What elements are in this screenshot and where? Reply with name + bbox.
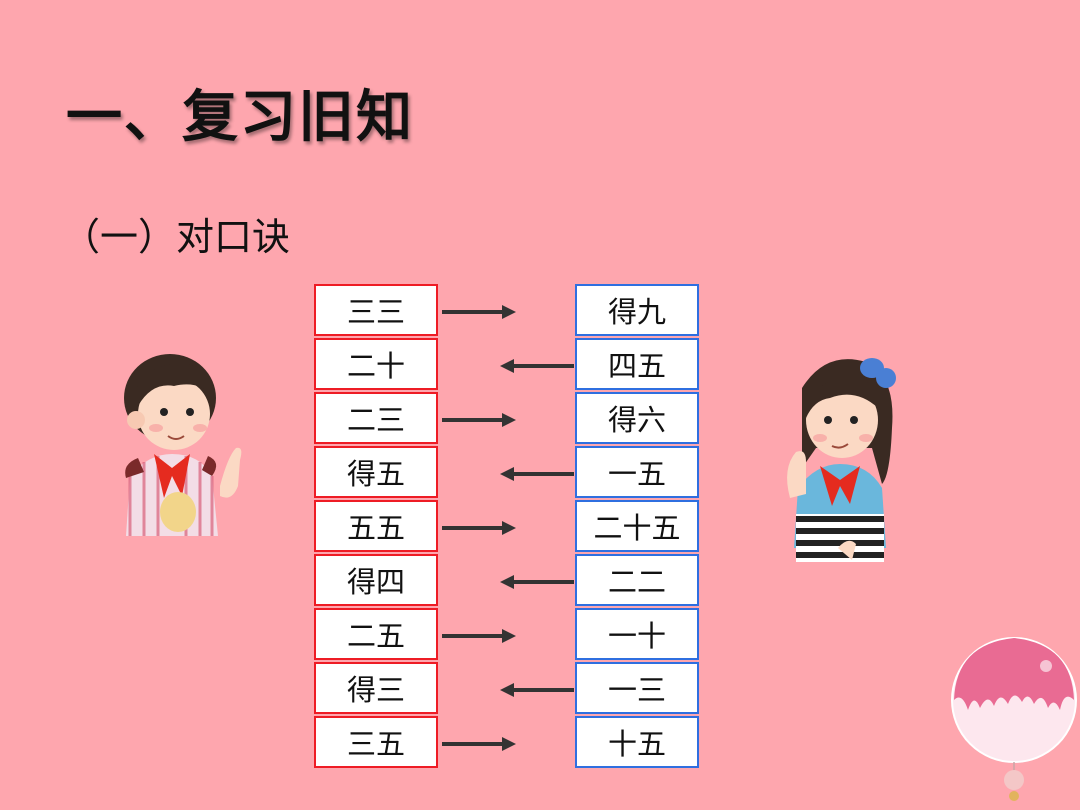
left-cell: 得三 <box>314 662 438 714</box>
arrow-right <box>442 305 516 319</box>
left-cell: 二五 <box>314 608 438 660</box>
right-column: 得九 四五 得六 一五 二十五 二二 一十 一三 十五 <box>575 284 699 770</box>
left-cell: 二十 <box>314 338 438 390</box>
right-cell: 四五 <box>575 338 699 390</box>
right-cell: 二十五 <box>575 500 699 552</box>
right-cell: 一三 <box>575 662 699 714</box>
arrow-right <box>442 521 516 535</box>
left-column: 三三 二十 二三 得五 五五 得四 二五 得三 三五 <box>314 284 438 770</box>
arrow-left <box>500 359 574 373</box>
girl-character-illustration <box>787 358 896 562</box>
arrow-left <box>500 683 574 697</box>
right-cell: 二二 <box>575 554 699 606</box>
left-cell: 得四 <box>314 554 438 606</box>
left-cell: 二三 <box>314 392 438 444</box>
decorative-balloon-icon <box>951 637 1077 801</box>
arrow-left <box>500 467 574 481</box>
right-cell: 十五 <box>575 716 699 768</box>
left-cell: 三五 <box>314 716 438 768</box>
right-cell: 得六 <box>575 392 699 444</box>
arrow-left <box>500 575 574 589</box>
right-cell: 得九 <box>575 284 699 336</box>
right-cell: 一五 <box>575 446 699 498</box>
boy-character-illustration <box>124 354 242 536</box>
left-cell: 五五 <box>314 500 438 552</box>
arrow-right <box>442 629 516 643</box>
arrow-right <box>442 737 516 751</box>
slide-title: 一、复习旧知 <box>66 85 414 150</box>
arrow-right <box>442 413 516 427</box>
section-subtitle: （一）对口诀 <box>62 215 291 259</box>
left-cell: 得五 <box>314 446 438 498</box>
left-cell: 三三 <box>314 284 438 336</box>
right-cell: 一十 <box>575 608 699 660</box>
